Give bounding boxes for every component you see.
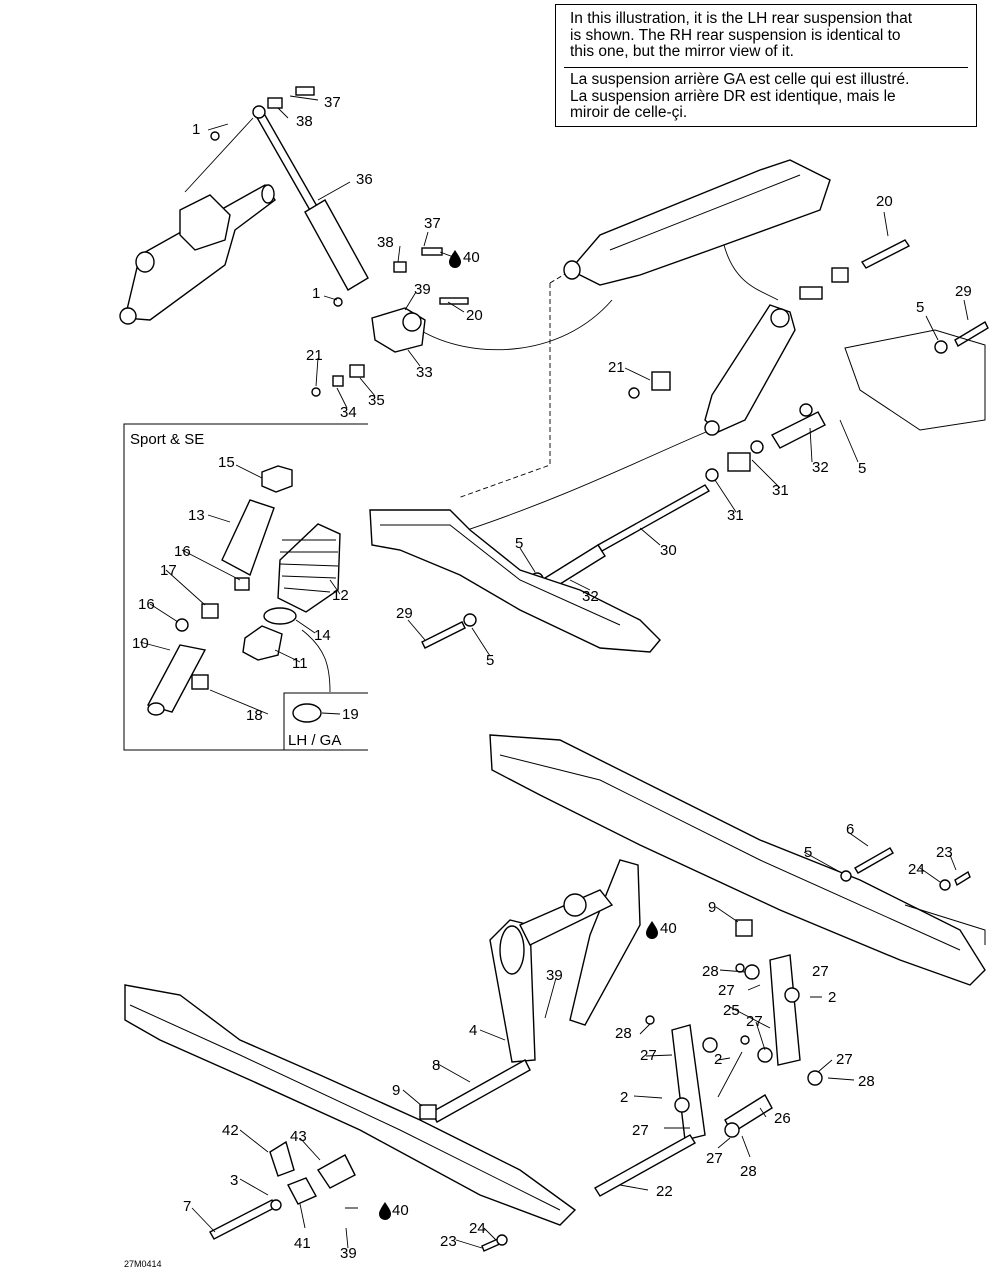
callout-label: 2 [828,989,836,1006]
callout-label: 18 [246,707,263,724]
callout-label: 28 [702,963,719,980]
upper-right-shock-assembly [421,159,989,649]
callout-label: 5 [515,535,523,552]
callout-label: 23 [936,844,953,861]
lubricant-drop-icon [379,1202,391,1220]
callout-label: 20 [876,193,893,210]
callout-label: 37 [424,215,441,232]
callout-label: 1 [192,121,200,138]
callout-label: 13 [188,507,205,524]
callout-label: 38 [377,234,394,251]
callout-leaders [139,95,969,1249]
callout-label: 31 [772,482,789,499]
callout-label: 7 [183,1198,191,1215]
callout-label: 34 [340,404,357,421]
callout-label: 14 [314,627,331,644]
upper-skid-rail [369,509,661,653]
callout-label: 41 [294,1235,311,1252]
callout-label: 39 [414,281,431,298]
callout-label: 23 [440,1233,457,1250]
callout-label: 36 [356,171,373,188]
callout-label: 32 [812,459,829,476]
callout-label: 5 [486,652,494,669]
callout-label: 40 [660,920,677,937]
callout-label: 31 [727,507,744,524]
callout-label: 26 [774,1110,791,1127]
illustration-note: In this illustration, it is the LH rear … [555,4,977,127]
callout-label: 37 [324,94,341,111]
callout-label: 33 [416,364,433,381]
lower-linkage [209,847,971,1252]
drawing-code: 27M0414 [124,1259,162,1269]
callout-label: 1 [312,285,320,302]
callout-label: 5 [916,299,924,316]
callout-label: 28 [858,1073,875,1090]
callout-label: 27 [812,963,829,980]
upper-shock-assembly [119,86,469,397]
callout-label: 29 [396,605,413,622]
callout-label: 4 [469,1022,477,1039]
callout-labels: 1 37 38 36 37 38 40 1 39 20 21 33 34 35 … [132,94,972,1262]
callout-label: 35 [368,392,385,409]
callout-label: 6 [846,821,854,838]
callout-label: 20 [466,307,483,324]
callout-label: 2 [620,1089,628,1106]
callout-label: 25 [723,1002,740,1019]
callout-label: 16 [174,543,191,560]
callout-label: 27 [632,1122,649,1139]
inset-title: Sport & SE [130,431,204,448]
callout-label: 27 [836,1051,853,1068]
callout-label: 39 [340,1245,357,1262]
callout-label: 12 [332,587,349,604]
callout-label: 21 [608,359,625,376]
callout-label: 24 [469,1220,486,1237]
callout-label: 40 [463,249,480,266]
lubricant-drop-icon [646,921,658,939]
inset-sub-label: LH / GA [288,732,341,749]
callout-label: 15 [218,454,235,471]
inset-components [146,465,341,723]
callout-label: 2 [714,1051,722,1068]
inset-frame [123,423,368,751]
callout-label: 40 [392,1202,409,1219]
callout-label: 8 [432,1057,440,1074]
callout-label: 3 [230,1172,238,1189]
connector-lines [184,117,779,693]
callout-label: 9 [708,899,716,916]
note-english: In this illustration, it is the LH rear … [570,10,913,60]
callout-label: 16 [138,596,155,613]
callout-label: 28 [615,1025,632,1042]
note-french: La suspension arrière GA est celle qui e… [570,71,910,121]
callout-label: 28 [740,1163,757,1180]
callout-label: 30 [660,542,677,559]
callout-label: 11 [292,655,308,672]
note-divider [564,67,968,68]
callout-label: 27 [640,1047,657,1064]
lower-rear-skid-rail [489,734,986,986]
callout-label: 27 [706,1150,723,1167]
callout-label: 32 [582,588,599,605]
callout-label: 17 [160,562,177,579]
callout-label: 38 [296,113,313,130]
callout-label: 27 [746,1013,763,1030]
callout-label: 24 [908,861,925,878]
callout-label: 29 [955,283,972,300]
callout-label: 5 [804,844,812,861]
lower-front-skid-rail [124,984,577,1226]
callout-label: 21 [306,347,323,364]
callout-label: 27 [718,982,735,999]
lubricant-drop-icon [449,250,461,268]
callout-label: 10 [132,635,149,652]
callout-label: 22 [656,1183,673,1200]
callout-label: 19 [342,706,359,723]
callout-label: 5 [858,460,866,477]
callout-label: 39 [546,967,563,984]
callout-label: 9 [392,1082,400,1099]
callout-label: 43 [290,1128,307,1145]
callout-label: 42 [222,1122,239,1139]
